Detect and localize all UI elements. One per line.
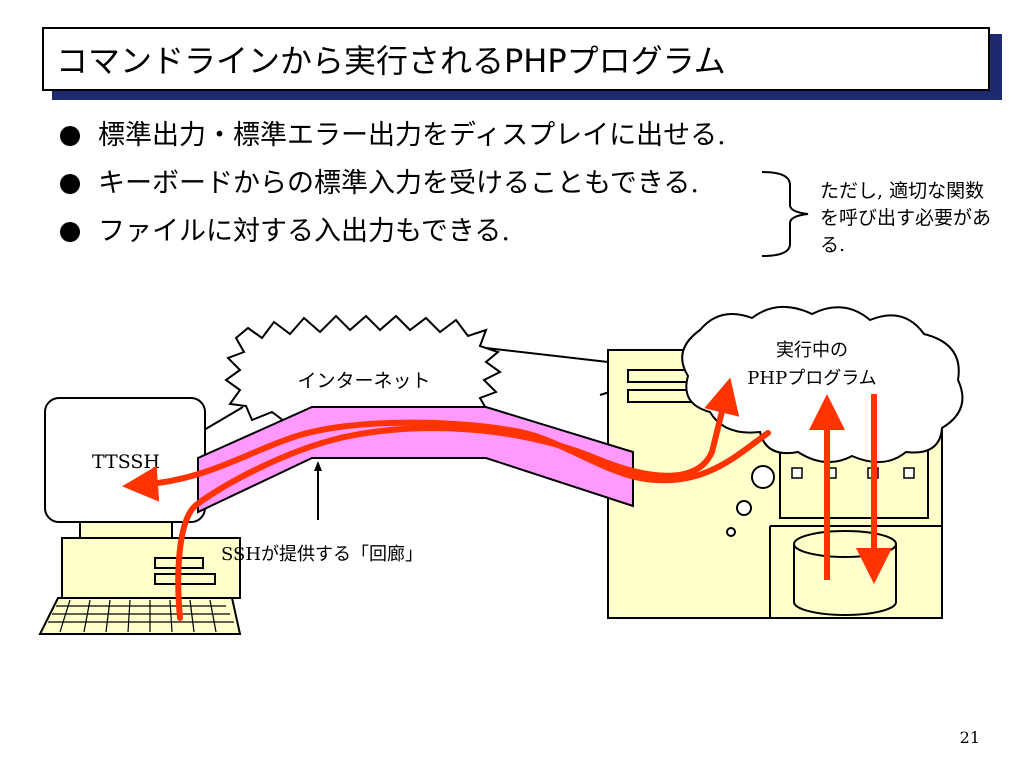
disk-drum-icon (793, 530, 897, 616)
bullet-item: ファイルに対する入出力もできる. (54, 208, 726, 256)
client-computer (38, 397, 242, 635)
stdin-arrow (175, 377, 740, 621)
slide-title: コマンドラインから実行されるPHPプログラム (42, 27, 990, 91)
stdout-arrow (122, 419, 771, 502)
bullet-text: ファイルに対する入出力もできる. (98, 216, 510, 247)
bullet-text: 標準出力・標準エラー出力をディスプレイに出せる. (98, 120, 726, 151)
program-label-line1: 実行中の (776, 340, 848, 361)
bullet-dot-icon (60, 174, 80, 194)
brace-icon (761, 171, 809, 257)
connector-line (203, 406, 244, 431)
thought-bubble (751, 465, 775, 489)
bullet-dot-icon (60, 126, 80, 146)
side-note: ただし, 適切な関数を呼び出す必要がある. (820, 180, 992, 256)
ssh-label: SSHが提供する「回廊」 (221, 544, 423, 565)
client-label: TTSSH (92, 451, 160, 473)
thought-bubble (736, 500, 752, 516)
slide-title-text: コマンドラインから実行されるPHPプログラム (56, 42, 726, 80)
internet-cloud (224, 314, 502, 426)
bullet-text: キーボードからの標準入力を受けることもできる. (98, 168, 699, 199)
bullet-item: キーボードからの標準入力を受けることもできる. (54, 160, 726, 208)
page-number: 21 (959, 728, 980, 747)
bullet-list: 標準出力・標準エラー出力をディスプレイに出せる. キーボードからの標準入力を受け… (54, 112, 726, 256)
keyboard-keys (48, 599, 234, 633)
internet-label: インターネット (297, 370, 430, 392)
bullet-item: 標準出力・標準エラー出力をディスプレイに出せる. (54, 112, 726, 160)
bullet-dot-icon (60, 222, 80, 242)
thought-bubble (726, 527, 736, 537)
connector-line (485, 347, 609, 363)
program-cloud (681, 305, 964, 463)
program-label-line2: PHPプログラム (747, 368, 876, 389)
